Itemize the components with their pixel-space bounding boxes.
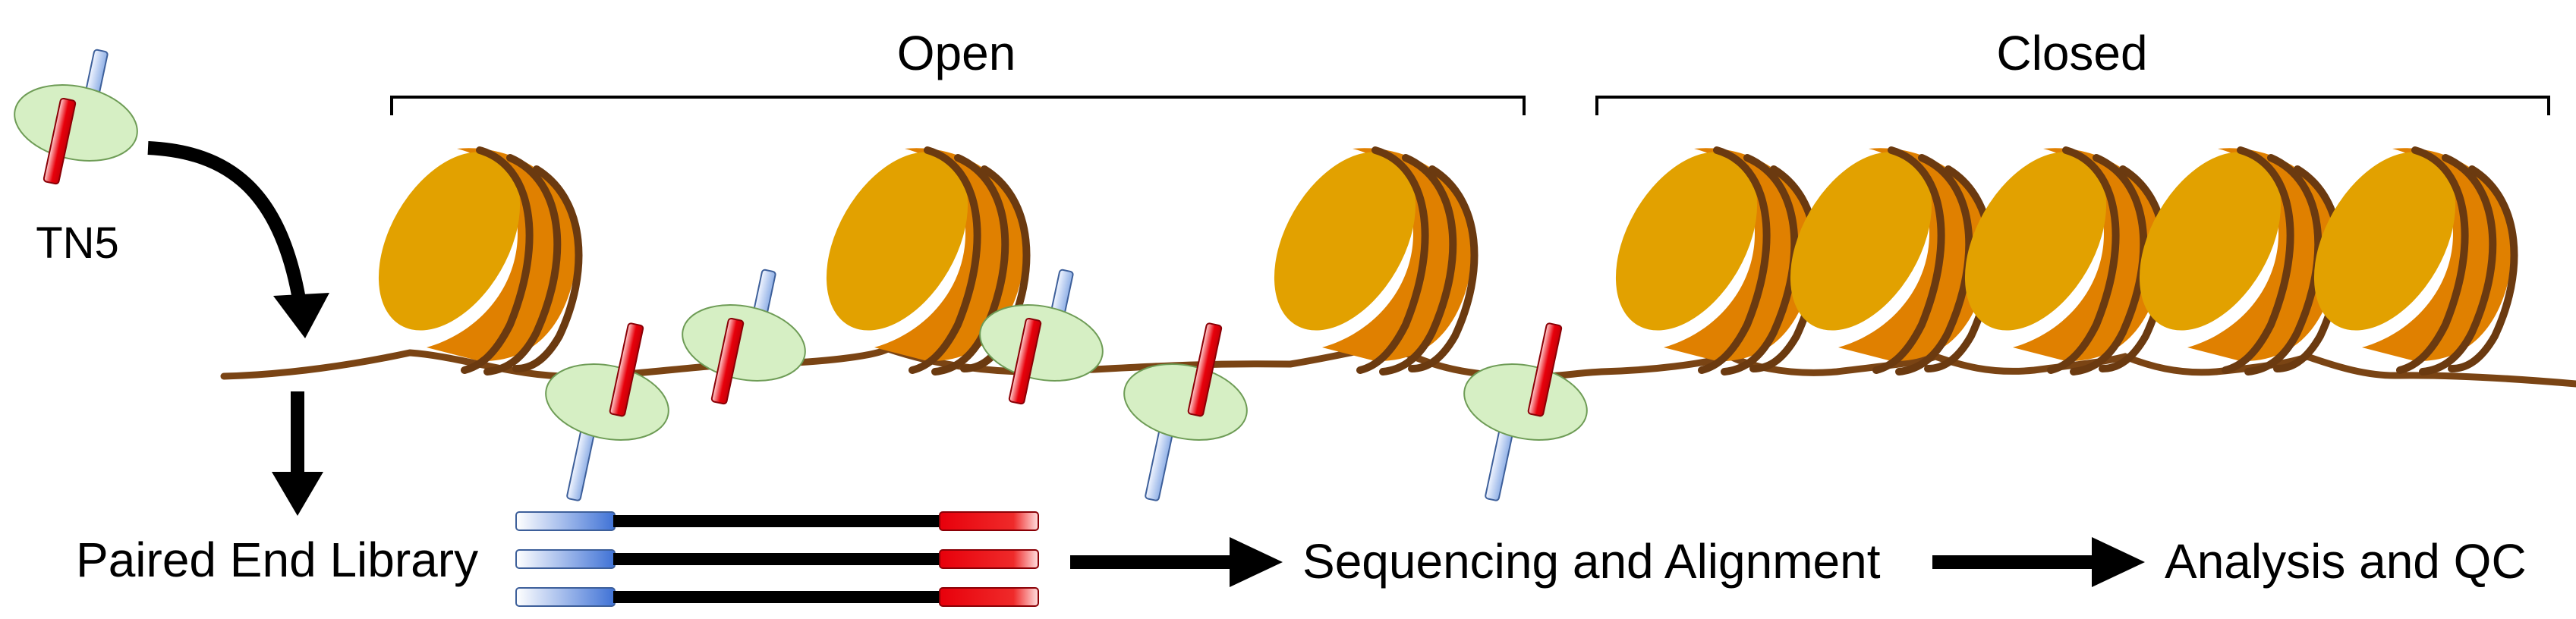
analysis-arrow	[1932, 555, 2096, 569]
closed-bracket	[1595, 96, 2550, 115]
nucleosome-icon	[1245, 127, 1474, 372]
tn5-transposase-icon	[1116, 322, 1255, 502]
tn5-transposase-icon	[1456, 322, 1595, 502]
paired-end-reads	[515, 511, 1039, 607]
nucleosome-icon	[1586, 127, 1815, 372]
sequencing-label: Sequencing and Alignment	[1302, 534, 1881, 589]
sequencing-arrow-head	[1230, 537, 1283, 587]
tn5-label: TN5	[36, 218, 119, 268]
closed-label: Closed	[1996, 26, 2147, 80]
library-arrow-head	[272, 472, 323, 516]
sequencing-arrow	[1070, 555, 1234, 569]
read-fragment	[515, 549, 1039, 569]
insertion-arrow	[147, 141, 307, 305]
open-label: Open	[897, 26, 1016, 80]
open-bracket	[390, 96, 1526, 115]
tn5-transposase-icon	[537, 322, 677, 502]
tn5-transposase-icon	[6, 49, 146, 185]
library-arrow	[291, 391, 304, 476]
insertion-arrow-head	[273, 293, 329, 338]
analysis-label: Analysis and QC	[2165, 534, 2527, 589]
paired-end-library-label: Paired End Library	[76, 533, 478, 587]
tn5-transposase-icon	[674, 269, 814, 405]
read-fragment	[515, 511, 1039, 531]
nucleosome-icon	[349, 127, 578, 372]
read-fragment	[515, 587, 1039, 607]
analysis-arrow-head	[2092, 537, 2145, 587]
